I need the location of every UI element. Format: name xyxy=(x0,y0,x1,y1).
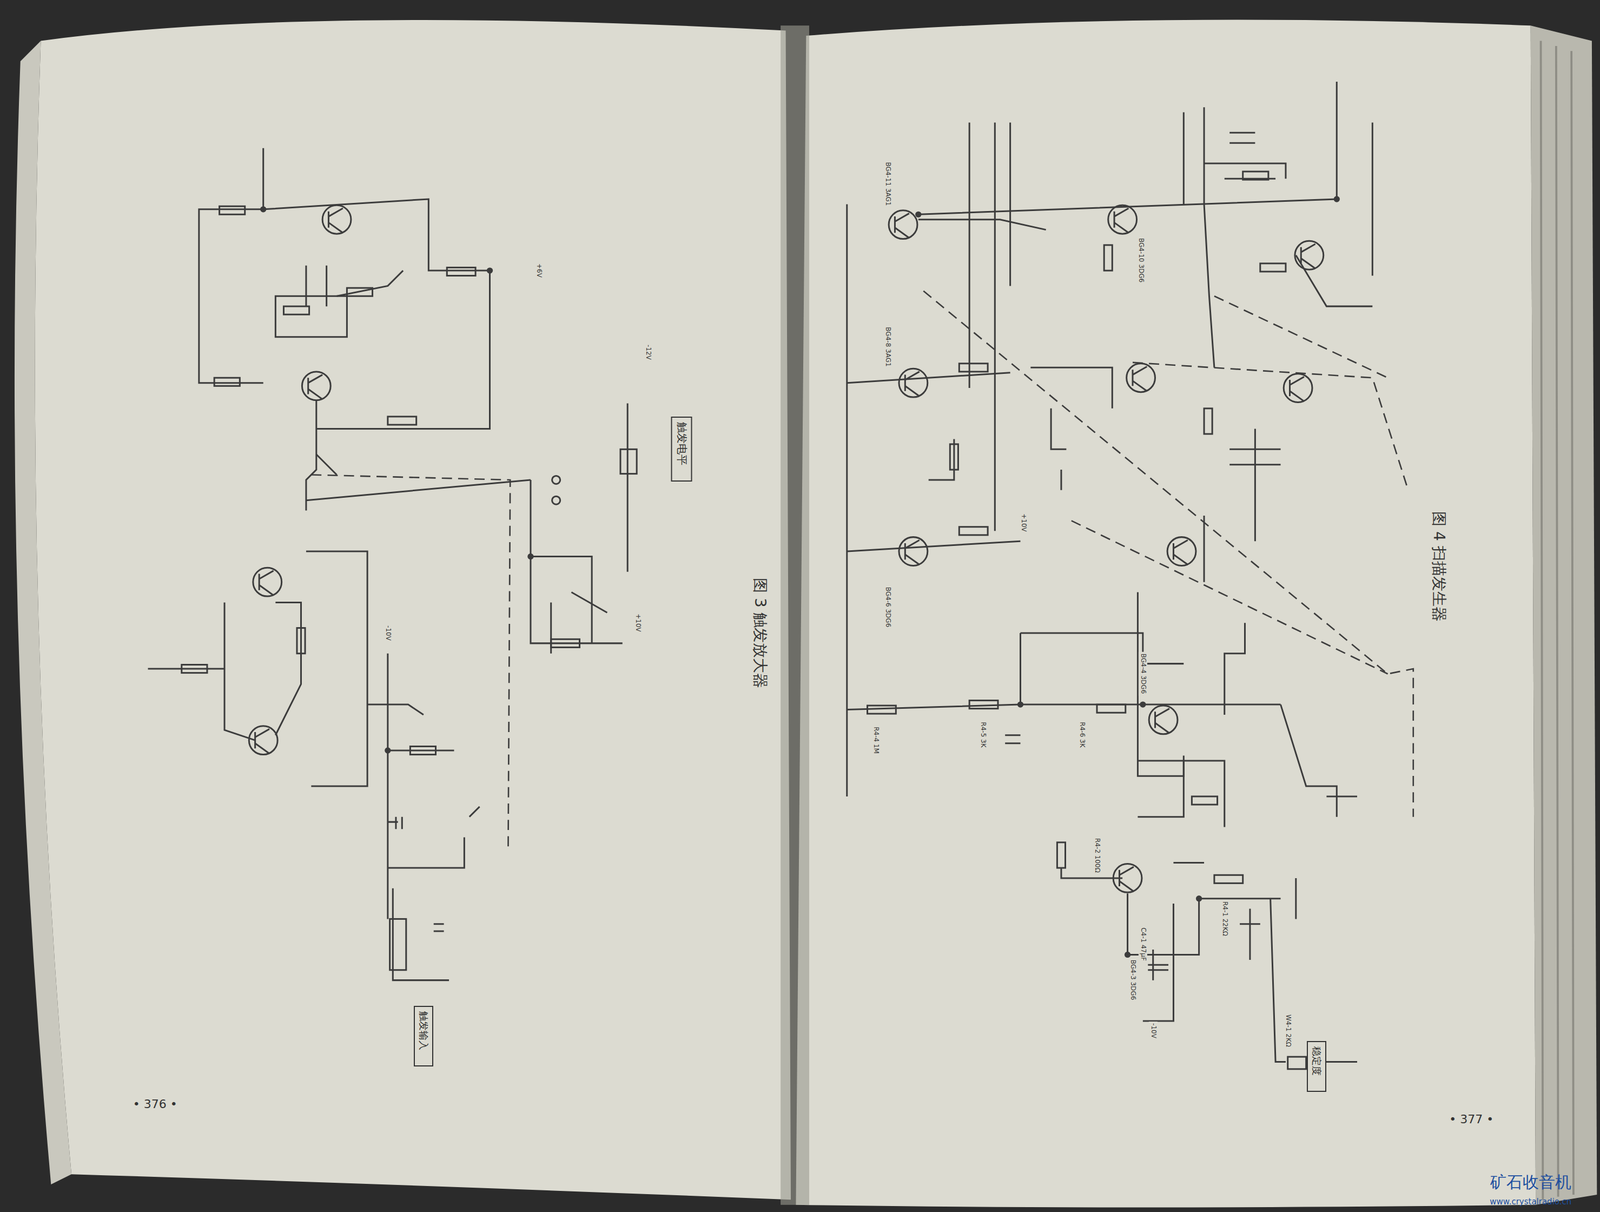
control-label-box: 触发输入 xyxy=(413,1005,434,1067)
component-label: BG4-10 3DG6 xyxy=(1136,236,1146,284)
component-label: BG4-6 3DG6 xyxy=(883,585,892,630)
box-text: 稳定度 xyxy=(1311,1046,1323,1076)
component-label: W4-1 2KΩ xyxy=(1283,1012,1293,1049)
figure-caption: 图 3 触发放大器 xyxy=(750,576,770,690)
component-label: +10V xyxy=(1019,511,1028,534)
component-label: R4-5 3K xyxy=(978,720,988,750)
figure-caption: 图 4 扫描发生器 xyxy=(1429,509,1449,624)
box-text: 触发输入 xyxy=(418,1010,430,1050)
component-label: R4-2 100Ω xyxy=(1092,836,1102,875)
box-text: 触发电平 xyxy=(675,421,689,466)
control-label-box: 触发电平 xyxy=(671,416,693,482)
component-label: BG4-11 3AG1 xyxy=(883,160,892,208)
component-label: BG4-8 3AG1 xyxy=(883,325,892,369)
component-label: -10V xyxy=(383,623,393,643)
component-label: BG4-3 3DG6 xyxy=(1128,957,1137,1002)
control-label-box: 稳定度 xyxy=(1306,1040,1327,1092)
component-label: • 376 • xyxy=(131,1096,180,1112)
component-label: • 377 • xyxy=(1447,1112,1496,1127)
watermark: 矿石收音机 xyxy=(1488,1171,1573,1192)
component-label: -12V xyxy=(643,342,653,362)
component-label: -10V xyxy=(1148,1021,1158,1040)
component-label: R4-1 22KΩ xyxy=(1220,899,1229,938)
component-label: +10V xyxy=(633,611,643,634)
component-label: R4-4 1M xyxy=(871,724,881,756)
component-label: BG4-4 3DG6 xyxy=(1138,651,1148,696)
component-label: R4-6 3K xyxy=(1077,720,1087,750)
component-label: C4-1 47μF xyxy=(1138,925,1148,963)
watermark: www.crystalradio.cn xyxy=(1488,1197,1573,1208)
component-label: +6V xyxy=(534,261,544,280)
